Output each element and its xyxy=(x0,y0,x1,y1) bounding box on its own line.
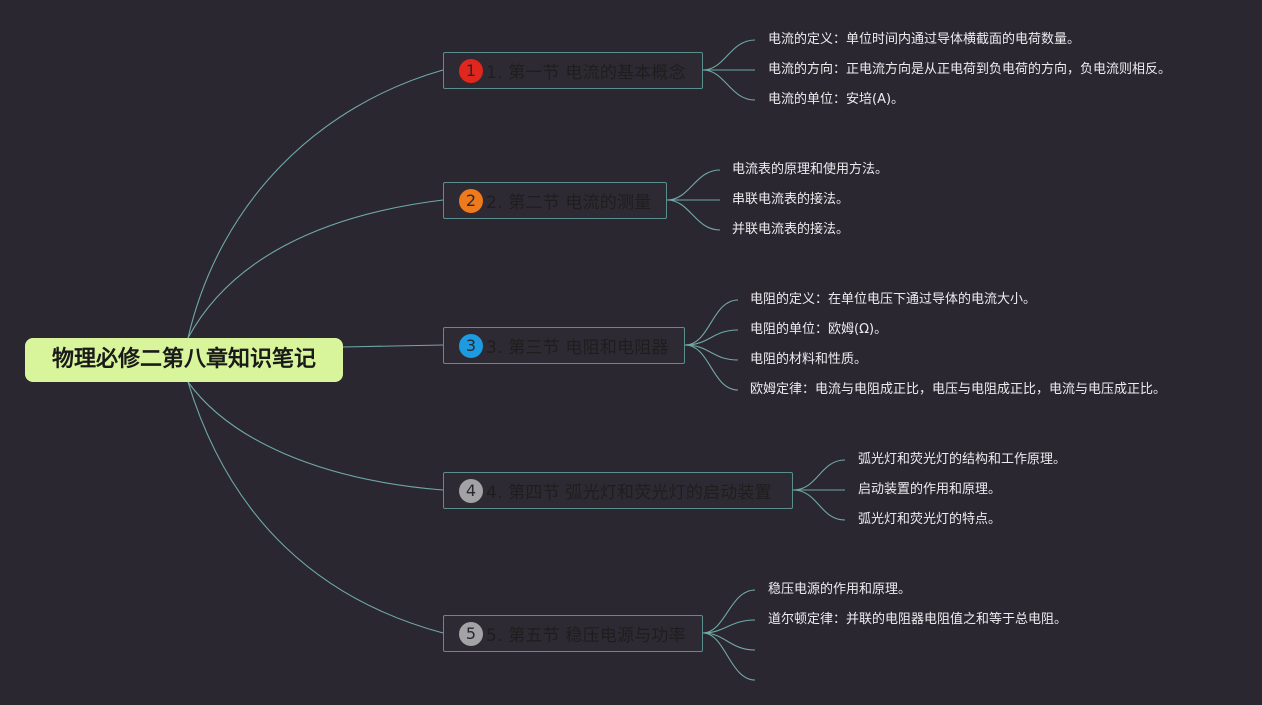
topic-3-leaf-3[interactable]: 电阻的材料和性质。 xyxy=(750,352,868,367)
priority-1-icon: 1 xyxy=(459,58,483,83)
connector-topic-3-leaf-4 xyxy=(684,344,739,391)
connector-root-topic-1 xyxy=(187,69,444,339)
topic-3-leaf-1[interactable]: 电阻的定义：在单位电压下通过导体的电流大小。 xyxy=(750,292,1037,307)
topic-3[interactable]: 3 3. 第三节 电阻和电阻器 xyxy=(443,327,685,364)
topic-4-leaf-3[interactable]: 弧光灯和荧光灯的特点。 xyxy=(858,512,1002,527)
topic-1-leaf-1[interactable]: 电流的定义：单位时间内通过导体横截面的电荷数量。 xyxy=(768,32,1081,47)
connector-topic-4-leaf-1 xyxy=(792,459,846,491)
connector-topic-1-leaf-1 xyxy=(702,39,756,71)
topic-1-label: 1. 第一节 电流的基本概念 xyxy=(486,63,686,83)
connector-topic-3-leaf-1 xyxy=(684,299,739,346)
topic-2[interactable]: 2 2. 第二节 电流的测量 xyxy=(443,182,667,219)
topic-2-leaf-1[interactable]: 电流表的原理和使用方法。 xyxy=(732,162,889,177)
connector-root-topic-3 xyxy=(342,344,444,348)
connector-topic-3-leaf-2 xyxy=(684,329,739,346)
topic-4-leaf-2[interactable]: 启动装置的作用和原理。 xyxy=(858,482,1002,497)
connector-topic-5-leaf-2 xyxy=(702,619,756,634)
connector-topic-4-leaf-3 xyxy=(792,489,846,521)
priority-4-icon: 4 xyxy=(459,478,483,503)
topic-1-leaf-2[interactable]: 电流的方向：正电流方向是从正电荷到负电荷的方向，负电流则相反。 xyxy=(768,62,1172,77)
topic-4-label: 4. 第四节 弧光灯和荧光灯的启动装置 xyxy=(486,483,772,503)
topic-3-label: 3. 第三节 电阻和电阻器 xyxy=(486,338,669,358)
topic-4[interactable]: 4 4. 第四节 弧光灯和荧光灯的启动装置 xyxy=(443,472,793,509)
topic-2-label: 2. 第二节 电流的测量 xyxy=(486,193,652,213)
root-topic[interactable]: 物理必修二第八章知识笔记 xyxy=(25,338,343,382)
connector-topic-5-leaf-4 xyxy=(702,632,756,681)
topic-5[interactable]: 5 5. 第五节 稳压电源与功率 xyxy=(443,615,703,652)
topic-5-leaf-1[interactable]: 稳压电源的作用和原理。 xyxy=(768,582,912,597)
connector-topic-5-leaf-1 xyxy=(702,589,756,634)
connector-topic-3-leaf-3 xyxy=(684,344,739,361)
topic-5-leaf-2[interactable]: 道尔顿定律：并联的电阻器电阻值之和等于总电阻。 xyxy=(768,612,1068,627)
priority-3-icon: 3 xyxy=(459,333,483,358)
connector-root-topic-2 xyxy=(187,199,444,339)
connector-root-topic-5 xyxy=(187,381,444,634)
priority-2-icon: 2 xyxy=(459,188,483,213)
topic-2-leaf-3[interactable]: 并联电流表的接法。 xyxy=(732,222,850,237)
priority-5-icon: 5 xyxy=(459,621,483,646)
connector-topic-2-leaf-1 xyxy=(666,169,721,201)
connector-topic-5-leaf-3 xyxy=(702,632,756,651)
connector-root-topic-4 xyxy=(187,381,444,491)
topic-1[interactable]: 1 1. 第一节 电流的基本概念 xyxy=(443,52,703,89)
topic-4-leaf-1[interactable]: 弧光灯和荧光灯的结构和工作原理。 xyxy=(858,452,1067,467)
topic-3-leaf-2[interactable]: 电阻的单位：欧姆(Ω)。 xyxy=(750,322,888,337)
connector-topic-2-leaf-3 xyxy=(666,199,721,231)
topic-5-label: 5. 第五节 稳压电源与功率 xyxy=(486,626,686,646)
connector-topic-1-leaf-3 xyxy=(702,69,756,101)
topic-2-leaf-2[interactable]: 串联电流表的接法。 xyxy=(732,192,850,207)
topic-3-leaf-4[interactable]: 欧姆定律：电流与电阻成正比，电压与电阻成正比，电流与电压成正比。 xyxy=(750,382,1167,397)
topic-1-leaf-3[interactable]: 电流的单位：安培(A)。 xyxy=(768,92,905,107)
